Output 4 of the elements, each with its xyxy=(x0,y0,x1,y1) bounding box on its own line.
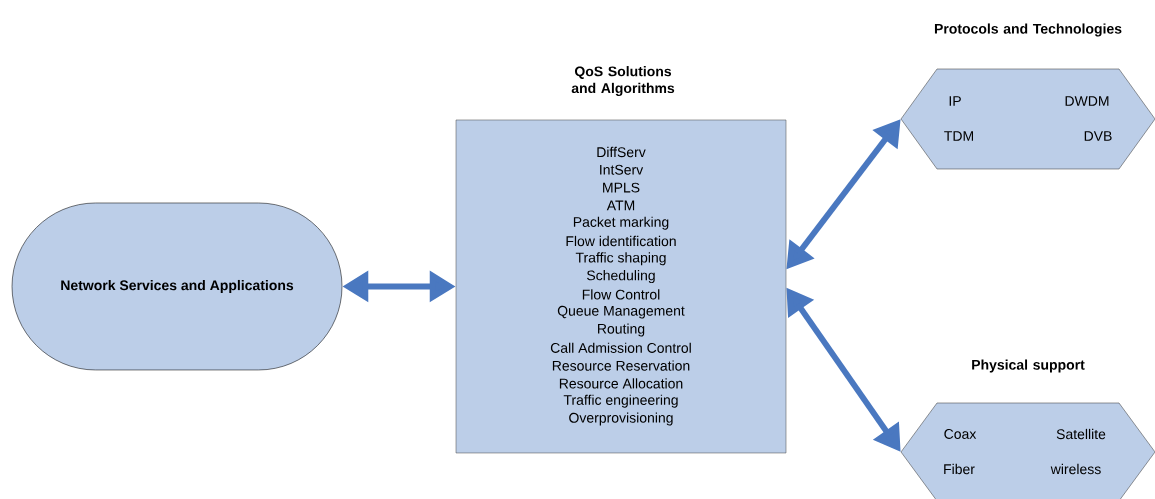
node-heading: QoS Solutions and Algorithms xyxy=(571,66,675,96)
node-heading: Physical support xyxy=(972,359,1085,373)
process-box: DiffServ IntServ MPLS ATM Packet marking Flow identification Traffic shaping Scheduling Flow Control Queue Management Routing Call Admission Control Resource Reservation Resource Allocation Traffic engineering Overprovisioning xyxy=(455,119,787,454)
node-heading: Protocols and Technologies xyxy=(934,23,1122,37)
